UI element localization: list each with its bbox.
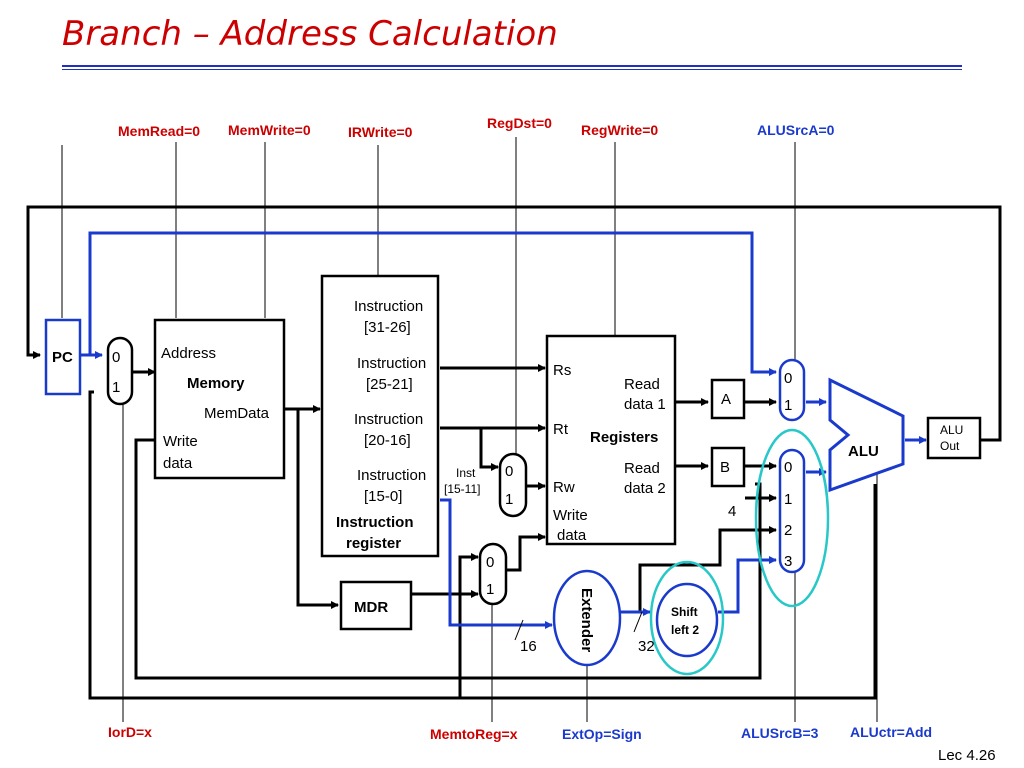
alusrcb-mux-1: 1 <box>784 491 792 508</box>
signal-alusrcb: ALUSrcB=3 <box>741 725 819 741</box>
alu-label: ALU <box>848 443 879 460</box>
aluout-register <box>926 416 982 460</box>
ir-field1-a: Instruction <box>354 298 423 315</box>
ir-field2-a: Instruction <box>357 355 426 372</box>
alusrca-mux <box>778 358 806 422</box>
signal-aluctr: ALUctr=Add <box>850 724 932 740</box>
pc-label: PC <box>52 349 73 366</box>
memory-block <box>153 318 286 480</box>
iord-mux-0: 0 <box>112 349 120 366</box>
bus-width-32: 32 <box>638 638 655 655</box>
reg-rs-label: Rs <box>553 362 571 379</box>
bus-width-16: 16 <box>520 638 537 655</box>
b-register <box>710 446 746 488</box>
const-four: 4 <box>728 503 736 520</box>
signal-irwrite: IRWrite=0 <box>348 124 413 140</box>
shift-label-2: left 2 <box>671 623 699 637</box>
control-lines <box>61 137 878 722</box>
a-register <box>710 378 746 420</box>
mdr-label: MDR <box>354 599 388 616</box>
iord-mux <box>106 336 134 406</box>
alusrcb-mux-3: 3 <box>784 553 792 570</box>
signal-regdst: RegDst=0 <box>487 115 552 131</box>
a-label: A <box>721 391 731 408</box>
alusrca-mux-0: 0 <box>784 370 792 387</box>
read-data1-a: Read <box>624 376 660 393</box>
mdr-register <box>339 580 413 631</box>
signal-memtoreg: MemtoReg=x <box>430 726 518 742</box>
regdst-mux-0: 0 <box>505 463 513 480</box>
signal-regwrite: RegWrite=0 <box>581 122 658 138</box>
alusrcb-mux-2: 2 <box>784 522 792 539</box>
alusrca-mux-1: 1 <box>784 397 792 414</box>
reg-rw-label: Rw <box>553 479 575 496</box>
title-rule <box>62 65 962 67</box>
alusrcb-mux-0: 0 <box>784 459 792 476</box>
ir-field2-b: [25-21] <box>366 376 413 393</box>
read-data1-b: data 1 <box>624 396 666 413</box>
signal-extop: ExtOp=Sign <box>562 726 642 742</box>
alusrcb-highlight <box>754 428 830 608</box>
reg-data-label: data <box>557 527 587 544</box>
extender-label: Extender <box>578 588 595 652</box>
reg-rt-label: Rt <box>553 421 569 438</box>
memtoreg-mux-0: 0 <box>486 554 494 571</box>
read-data2-a: Read <box>624 460 660 477</box>
shift-left-unit <box>655 582 719 658</box>
registers-label: Registers <box>590 429 658 446</box>
sign-extender <box>552 569 622 667</box>
memdata-label: MemData <box>204 405 270 422</box>
title-rule-thin <box>62 69 962 70</box>
memtoreg-mux <box>478 542 508 606</box>
ir-field4-b: [15-0] <box>364 488 402 505</box>
slide-number: Lec 4.26 <box>938 747 996 764</box>
signal-iord: IorD=x <box>108 724 152 740</box>
register-file <box>545 334 677 546</box>
read-data2-b: data 2 <box>624 480 666 497</box>
shift-highlight <box>649 560 725 676</box>
alusrcb-mux <box>778 448 806 574</box>
ir-name-2: register <box>346 535 401 552</box>
signal-alusrca: ALUSrcA=0 <box>757 122 835 138</box>
b-label: B <box>720 459 730 476</box>
inst-label-1: Inst <box>456 466 476 480</box>
ir-field3-a: Instruction <box>354 411 423 428</box>
aluout-label-1: ALU <box>940 423 963 437</box>
ir-name-1: Instruction <box>336 514 414 531</box>
slide-title: Branch – Address Calculation <box>62 14 558 54</box>
memtoreg-mux-1: 1 <box>486 581 494 598</box>
reg-write-label: Write <box>553 507 588 524</box>
shift-label-1: Shift <box>671 605 698 619</box>
memory-write-label: Write <box>163 433 198 450</box>
alu-unit <box>828 377 905 493</box>
signal-memwrite: MemWrite=0 <box>228 122 311 138</box>
ir-field3-b: [20-16] <box>364 432 411 449</box>
aluout-label-2: Out <box>940 439 960 453</box>
memory-data-label: data <box>163 455 193 472</box>
memory-label: Memory <box>187 375 245 392</box>
instruction-register <box>320 274 440 558</box>
ir-field4-a: Instruction <box>357 467 426 484</box>
memory-address-label: Address <box>161 345 216 362</box>
inst-label-2: [15-11] <box>444 482 480 496</box>
signal-memread: MemRead=0 <box>118 123 200 139</box>
regdst-mux <box>498 452 528 518</box>
regdst-mux-1: 1 <box>505 491 513 508</box>
pc-register <box>44 318 82 396</box>
ir-field1-b: [31-26] <box>364 319 411 336</box>
blue-path <box>80 231 927 629</box>
iord-mux-1: 1 <box>112 379 120 396</box>
